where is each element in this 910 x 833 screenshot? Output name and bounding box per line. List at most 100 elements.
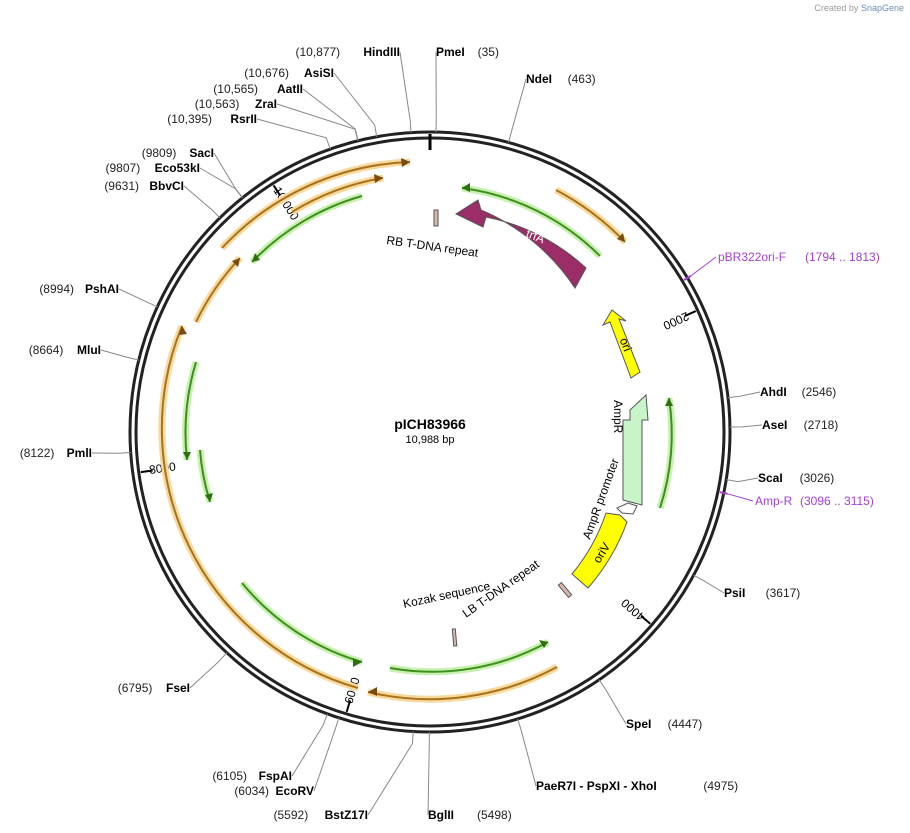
- enzyme-leader-line: [727, 391, 761, 399]
- orf-arrow: [251, 195, 363, 263]
- enzyme-leader-line: [100, 349, 139, 361]
- enzyme-position: (4447): [668, 717, 703, 731]
- scale-tick: [640, 615, 651, 625]
- enzyme-leader-line: [427, 731, 430, 816]
- enzyme-name: HindIII: [363, 45, 400, 59]
- enzyme-position: (10,877): [295, 45, 340, 59]
- orf-arrowhead: [665, 398, 673, 406]
- feature-ori: [601, 309, 641, 379]
- scale-tick: [140, 469, 153, 474]
- enzyme-position: (10,395): [167, 112, 212, 126]
- primer-name: pBR322ori-F: [718, 250, 786, 264]
- enzyme-name: EcoRV: [276, 784, 314, 798]
- orf-arrowhead: [374, 174, 383, 183]
- enzyme-position: (9807): [106, 161, 141, 175]
- enzyme-leader-line: [367, 731, 414, 816]
- enzyme-position: (9631): [104, 179, 139, 193]
- enzyme-position: (5498): [477, 808, 512, 822]
- primer-sites: pBR322ori-F (1794 .. 1813) Amp-R (3096 .. 3…: [683, 250, 880, 508]
- feature-trfA: [454, 199, 587, 289]
- enzyme-name: ZraI: [255, 97, 277, 111]
- enzyme-leader-line: [183, 185, 221, 219]
- plasmid-length: 10,988 bp: [406, 434, 455, 446]
- primer-position: (1794 .. 1813): [805, 250, 880, 264]
- orf-arrow: [160, 325, 359, 689]
- enzyme-leader-line: [598, 679, 627, 725]
- enzyme-leader-line: [256, 118, 331, 150]
- scale-tick: [684, 310, 697, 317]
- backbone-outer: [128, 130, 732, 734]
- enzyme-leader-line: [189, 652, 228, 689]
- feature-label-ori: ori: [617, 336, 635, 354]
- feature-AmpR: [622, 393, 649, 506]
- enzyme-leader-line: [508, 78, 527, 143]
- orf-arrow: [389, 638, 550, 676]
- enzyme-name: AsiSI: [304, 66, 334, 80]
- enzyme-position: (6105): [212, 769, 247, 783]
- orf-arrowhead: [232, 258, 240, 267]
- orf-arrows-orange: [158, 158, 628, 703]
- enzyme-name: AatII: [277, 82, 303, 96]
- primer-leader-line: [727, 493, 754, 502]
- orf-arrowhead: [205, 493, 213, 502]
- enzyme-leader-line: [693, 574, 725, 594]
- orf-arrowhead: [462, 183, 470, 192]
- enzyme-name: BstZ17I: [325, 808, 368, 822]
- enzyme-name: PmlI: [67, 446, 92, 460]
- enzyme-name: MluI: [77, 343, 101, 357]
- enzyme-name: BbvCI: [149, 179, 184, 193]
- enzyme-name: AhdI: [760, 385, 787, 399]
- orf-arrow: [389, 641, 549, 673]
- feature-kozak-sequence: [451, 628, 458, 647]
- feature-AmpR-promoter: [616, 502, 638, 515]
- enzyme-name: NdeI: [526, 72, 552, 86]
- orf-arrow: [659, 397, 673, 509]
- enzyme-position: (8994): [39, 282, 74, 296]
- orf-arrowhead: [353, 658, 362, 667]
- feature-oriV: [571, 512, 628, 589]
- feature-label-trfA: trfA: [524, 226, 546, 246]
- snapgene-credit: Created by SnapGene: [814, 3, 904, 13]
- enzyme-position: (6034): [234, 784, 269, 798]
- primer-name: Amp-R: [755, 494, 793, 508]
- feature-label-rb-tdna-repeat: RB T-DNA repeat: [386, 233, 480, 260]
- enzyme-name: RsrII: [230, 112, 257, 126]
- primer-mark: [683, 275, 692, 281]
- scale-tick-label: 2000: [661, 309, 691, 333]
- enzyme-position: (10,565): [213, 82, 258, 96]
- orf-arrowhead: [183, 452, 191, 460]
- enzyme-position: (5592): [274, 808, 309, 822]
- orf-arrow: [221, 161, 411, 249]
- enzyme-name: SpeI: [626, 717, 651, 731]
- restriction-sites: PmeI(35)NdeI(463)AhdI(2546)AseI(2718)Sca…: [20, 45, 839, 822]
- enzyme-leader-line: [302, 88, 359, 141]
- scale-tick: [345, 700, 352, 713]
- enzyme-name: PsiI: [724, 586, 745, 600]
- orf-arrow: [192, 255, 243, 324]
- orf-arrowhead: [617, 233, 625, 242]
- primer-position: (3096 .. 3115): [800, 494, 874, 508]
- enzyme-name: PaeR7I - PspXI - XhoI: [536, 779, 657, 793]
- orf-arrow: [461, 187, 601, 257]
- snapgene-brand: SnapGene: [860, 3, 904, 13]
- enzyme-name: ScaI: [758, 471, 783, 485]
- orf-arrowhead: [179, 326, 187, 335]
- enzyme-position: (35): [478, 45, 499, 59]
- primer-mark: [719, 491, 728, 495]
- primer-leader-line: [690, 256, 717, 277]
- orf-arrowhead: [368, 687, 377, 696]
- enzyme-leader-line: [517, 718, 537, 787]
- orf-arrow: [239, 580, 363, 666]
- enzyme-name: AseI: [762, 418, 787, 432]
- feature-rb-tdna-repeat: [433, 209, 439, 227]
- enzyme-leader-line: [213, 152, 244, 198]
- enzyme-leader-line: [118, 288, 158, 308]
- enzyme-name: BglII: [428, 808, 454, 822]
- enzyme-position: (10,676): [244, 66, 289, 80]
- feature-lb-tdna-repeat: [557, 581, 573, 599]
- enzyme-leader-line: [199, 167, 243, 199]
- enzyme-position: (9809): [142, 146, 177, 160]
- credit-text: Created by: [814, 3, 859, 13]
